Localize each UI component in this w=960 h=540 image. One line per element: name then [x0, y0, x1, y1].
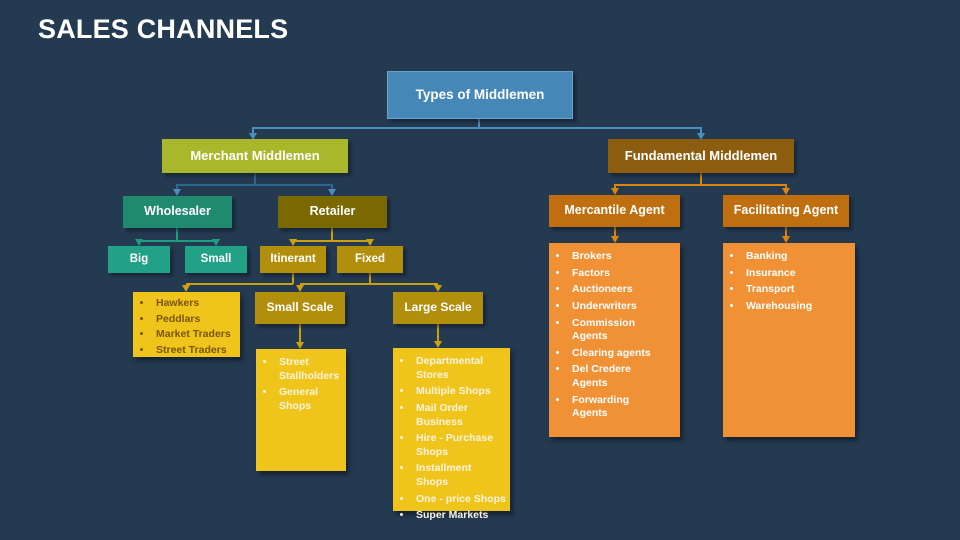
list-item: Insurance [743, 267, 851, 281]
list-item: Forwarding Agents [569, 394, 662, 421]
list-item: Clearing agents [569, 347, 662, 361]
node-mercantile-agent: Mercantile Agent [549, 195, 680, 227]
bullet-list: BrokersFactorsAuctioneersUnderwritersCom… [553, 250, 662, 421]
list-item: Market Traders [153, 328, 236, 342]
list-item: Hire - Purchase Shops [413, 432, 506, 459]
list-facilitating-agent-types: BankingInsuranceTransportWarehousing [723, 243, 855, 437]
list-item: Street Traders [153, 344, 236, 358]
list-item: Departmental Stores [413, 355, 506, 382]
list-item: Multiple Shops [413, 385, 506, 399]
page-title: SALES CHANNELS [38, 14, 289, 44]
node-merchant-middlemen: Merchant Middlemen [162, 139, 348, 173]
list-item: Factors [569, 267, 662, 281]
list-small-scale-types: Street StallholdersGeneral Shops [256, 349, 346, 471]
list-item: Transport [743, 283, 851, 297]
list-item: Banking [743, 250, 851, 264]
list-mercantile-agent-types: BrokersFactorsAuctioneersUnderwritersCom… [549, 243, 680, 437]
node-wholesaler: Wholesaler [123, 196, 232, 228]
node-large-scale: Large Scale [393, 292, 483, 324]
node-retailer: Retailer [278, 196, 387, 228]
list-item: Del Credere Agents [569, 363, 662, 390]
list-item: Peddlars [153, 313, 236, 327]
list-item: Warehousing [743, 300, 851, 314]
list-item: One - price Shops [413, 493, 506, 507]
node-big: Big [108, 246, 170, 273]
node-types-of-middlemen: Types of Middlemen [387, 71, 573, 119]
list-item: Commission Agents [569, 317, 662, 344]
list-itinerant-types: HawkersPeddlarsMarket TradersStreet Trad… [133, 292, 240, 357]
list-item: Underwriters [569, 300, 662, 314]
list-item: Auctioneers [569, 283, 662, 297]
list-item: Super Markets [413, 509, 506, 523]
list-item: Hawkers [153, 297, 236, 311]
node-itinerant: Itinerant [260, 246, 326, 273]
bullet-list: HawkersPeddlarsMarket TradersStreet Trad… [137, 297, 236, 358]
node-small: Small [185, 246, 247, 273]
list-item: Mail Order Business [413, 402, 506, 429]
list-item: Brokers [569, 250, 662, 264]
bullet-list: BankingInsuranceTransportWarehousing [727, 250, 851, 314]
node-fixed: Fixed [337, 246, 403, 273]
node-small-scale: Small Scale [255, 292, 345, 324]
bullet-list: Street StallholdersGeneral Shops [260, 356, 342, 414]
list-item: Street Stallholders [276, 356, 342, 383]
bullet-list: Departmental StoresMultiple ShopsMail Or… [397, 355, 506, 523]
list-item: General Shops [276, 386, 342, 413]
node-fundamental-middlemen: Fundamental Middlemen [608, 139, 794, 173]
list-large-scale-types: Departmental StoresMultiple ShopsMail Or… [393, 348, 510, 521]
list-item: Installment Shops [413, 462, 506, 489]
node-facilitating-agent: Facilitating Agent [723, 195, 849, 227]
